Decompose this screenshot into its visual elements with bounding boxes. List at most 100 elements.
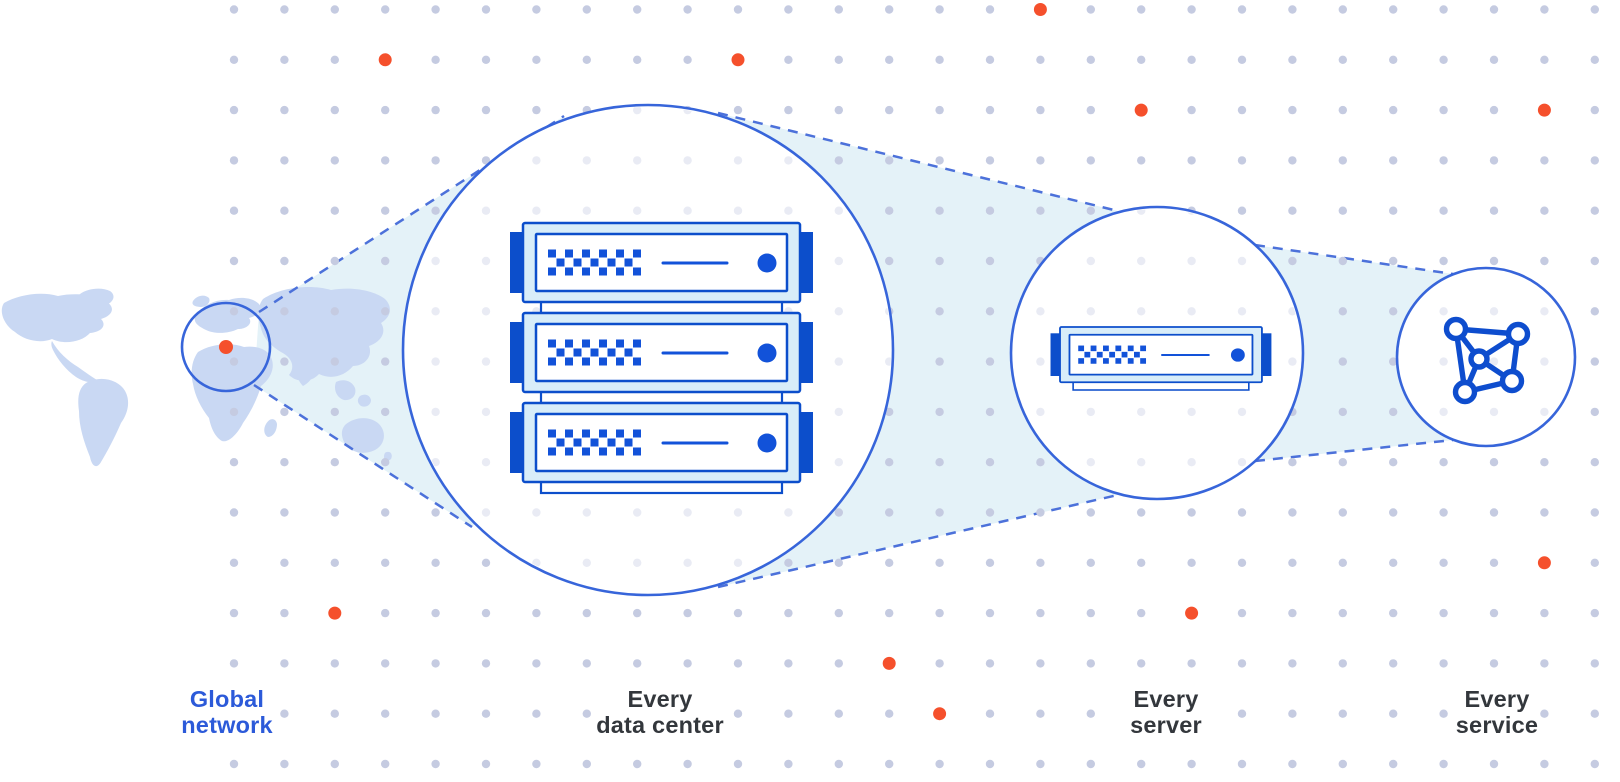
grid-dot xyxy=(733,156,743,165)
grid-dot xyxy=(481,55,491,64)
grid-dot xyxy=(1590,256,1600,266)
grid-dot xyxy=(1086,407,1096,417)
grid-dot xyxy=(481,307,491,316)
grid-dot xyxy=(381,105,390,115)
grid-dot xyxy=(1187,156,1196,165)
orange-grid-dot xyxy=(1537,556,1551,570)
service-circle xyxy=(1395,266,1577,448)
grid-dot xyxy=(1137,608,1146,618)
orange-grid-dot xyxy=(1537,103,1551,117)
grid-dot xyxy=(1288,709,1297,718)
grid-dot xyxy=(582,5,591,14)
grid-dot xyxy=(280,659,289,668)
grid-dot xyxy=(1288,608,1297,618)
grid-dot xyxy=(1439,407,1448,417)
grid-dot xyxy=(431,5,440,14)
grid-dot xyxy=(1288,206,1297,215)
grid-dot xyxy=(1439,608,1448,618)
grid-dot xyxy=(935,659,944,668)
grid-dot xyxy=(683,5,692,14)
grid-dot xyxy=(1288,156,1297,165)
grid-dot xyxy=(1187,759,1196,769)
grid-dot xyxy=(985,206,995,215)
grid-dot xyxy=(935,759,944,769)
grid-dot xyxy=(1439,659,1448,668)
grid-dot xyxy=(229,105,239,115)
grid-dot xyxy=(885,709,894,718)
grid-dot xyxy=(1439,709,1448,718)
grid-dot xyxy=(1338,105,1348,115)
grid-dot xyxy=(834,156,843,165)
rack-server-icon xyxy=(508,401,815,495)
faint-dots-small xyxy=(1439,307,1549,417)
grid-dot xyxy=(1137,209,1146,215)
orange-grid-dot xyxy=(1134,103,1148,117)
grid-dot xyxy=(1036,508,1045,517)
grid-dot xyxy=(834,458,843,467)
grid-dot xyxy=(1137,508,1146,517)
grid-dot xyxy=(985,458,995,467)
grid-dot xyxy=(683,558,692,567)
grid-dot xyxy=(481,558,491,567)
grid-dot xyxy=(935,508,944,517)
grid-dot xyxy=(1187,5,1196,14)
grid-dot xyxy=(1086,55,1096,64)
grid-dot xyxy=(834,55,843,64)
grid-dot xyxy=(733,759,743,769)
grid-dot xyxy=(1288,508,1297,517)
grid-dot xyxy=(834,5,843,14)
grid-dot xyxy=(985,608,995,618)
grid-dot xyxy=(1489,206,1499,215)
grid-dot xyxy=(330,105,339,115)
grid-dot xyxy=(885,407,894,417)
grid-dot xyxy=(1237,206,1247,215)
grid-dot xyxy=(1338,558,1348,567)
grid-dot xyxy=(1489,156,1499,165)
grid-dot xyxy=(1338,407,1348,417)
grid-dot xyxy=(381,206,390,215)
grid-dot xyxy=(229,659,239,668)
grid-dot xyxy=(431,659,440,668)
grid-dot xyxy=(733,608,743,618)
grid-dot xyxy=(1036,55,1045,64)
grid-dot xyxy=(834,759,843,769)
grid-dot xyxy=(784,759,793,769)
label-global-network: Global network xyxy=(181,686,273,738)
grid-dot xyxy=(1288,558,1297,567)
grid-dot xyxy=(985,407,995,417)
grid-dot xyxy=(1237,5,1247,14)
grid-dot xyxy=(1237,156,1247,165)
grid-dot xyxy=(1036,458,1045,467)
grid-dot xyxy=(985,5,995,14)
grid-dot xyxy=(229,759,239,769)
grid-dot xyxy=(1086,256,1096,266)
grid-dot xyxy=(1590,458,1600,467)
grid-dot xyxy=(985,759,995,769)
grid-dot xyxy=(381,5,390,14)
grid-dot xyxy=(1389,55,1398,64)
grid-dot xyxy=(885,256,894,266)
grid-dot xyxy=(532,5,541,14)
orange-grid-dot xyxy=(882,656,896,670)
grid-dot xyxy=(1036,709,1045,718)
grid-dot xyxy=(1590,608,1600,618)
grid-dot xyxy=(784,608,793,618)
grid-dot xyxy=(1086,206,1096,215)
grid-dot xyxy=(1540,357,1549,366)
grid-dot xyxy=(1036,407,1045,417)
grid-dot xyxy=(1187,55,1196,64)
grid-dot xyxy=(1489,307,1499,316)
grid-dot xyxy=(582,156,591,165)
grid-dot xyxy=(1288,759,1297,769)
grid-dot xyxy=(330,55,339,64)
grid-dot xyxy=(280,407,289,417)
orange-grid-dot xyxy=(1185,606,1199,620)
grid-dot xyxy=(1288,5,1297,14)
grid-dot xyxy=(733,659,743,668)
grid-dot xyxy=(985,558,995,567)
grid-dot xyxy=(582,55,591,64)
grid-dot xyxy=(1389,256,1398,266)
server-stack-icon xyxy=(508,221,815,495)
grid-dot xyxy=(381,709,390,718)
grid-dot xyxy=(330,508,339,517)
